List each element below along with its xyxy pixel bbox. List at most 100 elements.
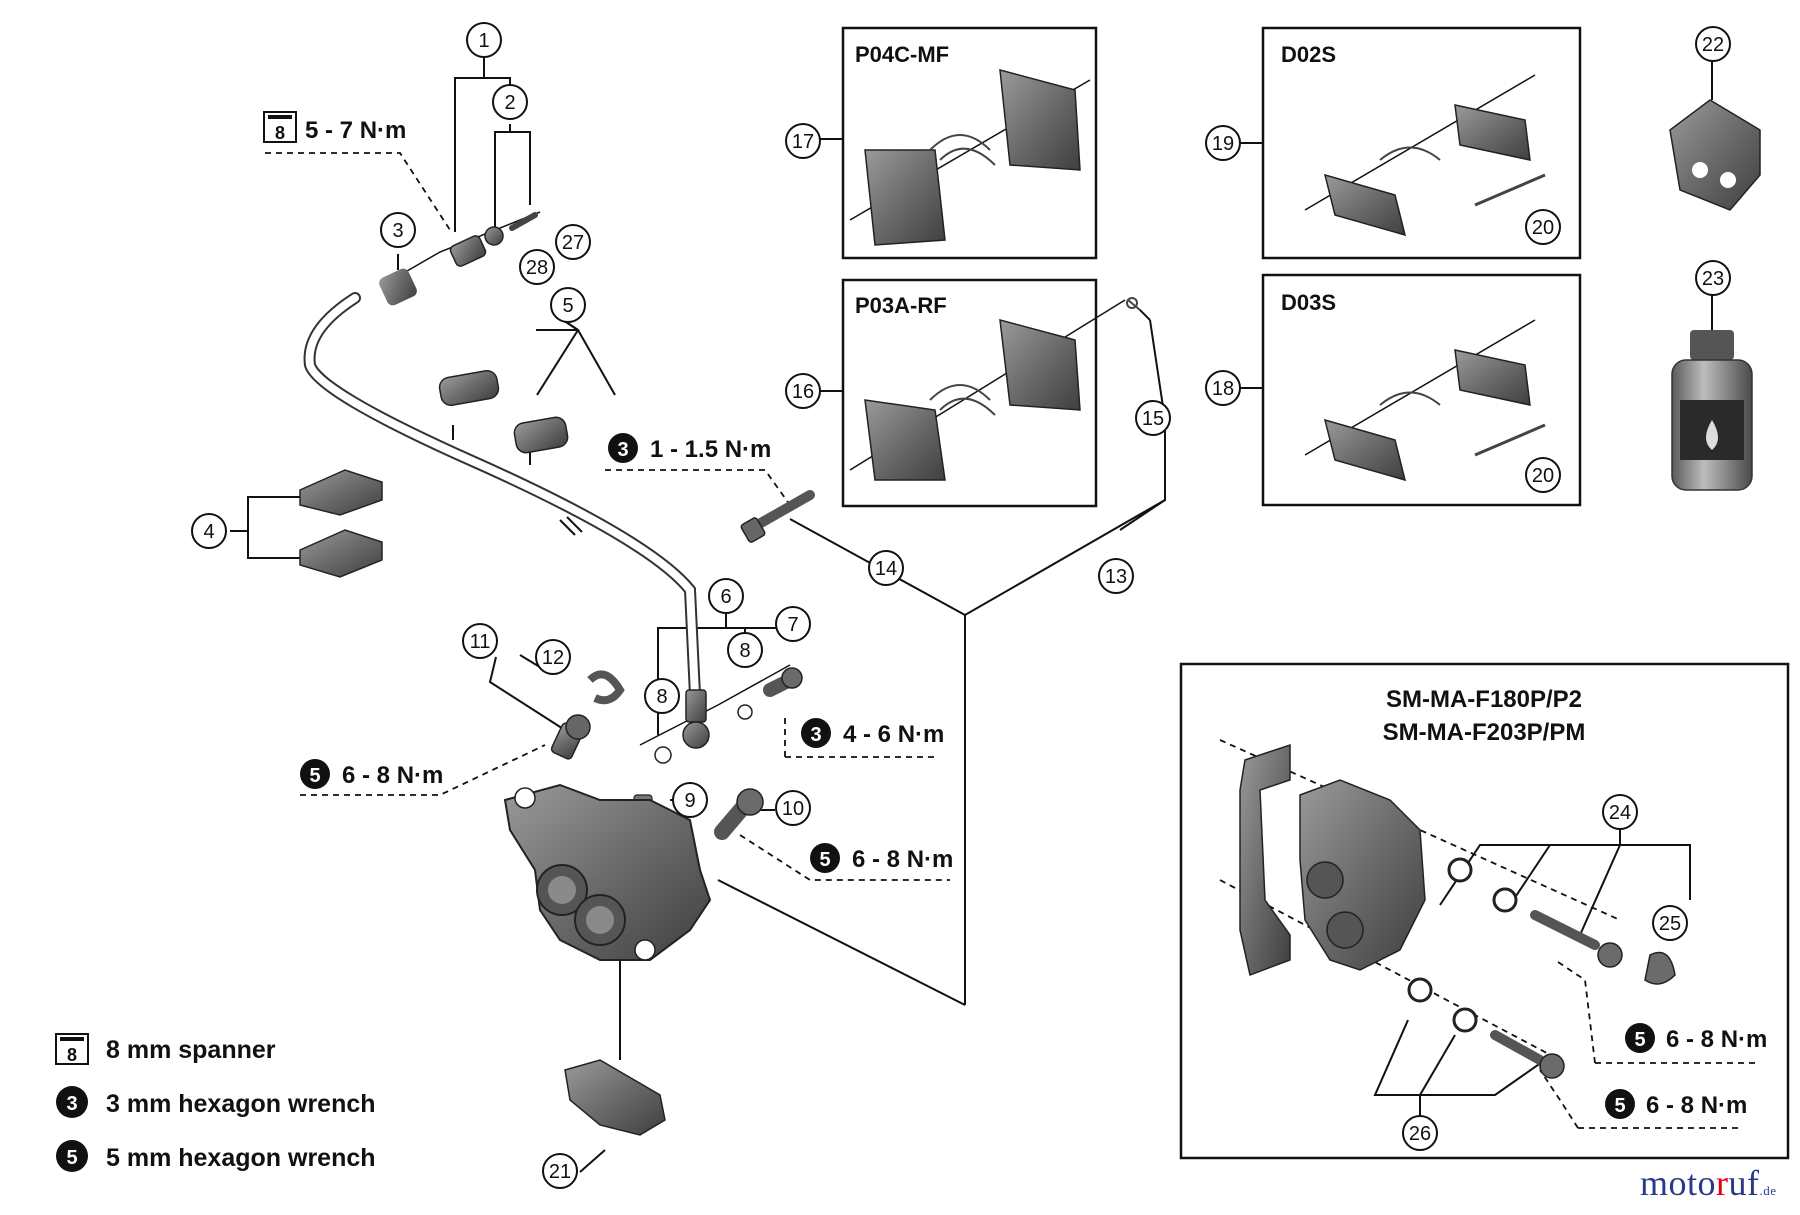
torque-label-6-8: 6 - 8 N·m	[852, 846, 953, 873]
svg-text:25: 25	[1659, 913, 1681, 935]
svg-text:8: 8	[67, 1045, 77, 1065]
callout-12: 12	[535, 639, 571, 675]
svg-text:12: 12	[542, 647, 564, 669]
leader-lines	[230, 56, 1713, 1173]
callout-5: 5	[550, 287, 586, 323]
callout-1: 1	[466, 22, 502, 58]
svg-text:17: 17	[792, 131, 814, 153]
callout-21: 21	[542, 1153, 578, 1189]
legend-hex5: 5 mm hexagon wrench	[106, 1144, 376, 1172]
callout-20: 20	[1525, 457, 1561, 493]
callout-8: 8	[727, 632, 763, 668]
pad-box-d03s	[1261, 273, 1582, 507]
pad-axle-bolt-part	[740, 490, 815, 543]
callout-19: 19	[1205, 125, 1241, 161]
fixing-bolt-part	[550, 714, 591, 760]
svg-text:9: 9	[684, 790, 695, 812]
svg-text:5: 5	[819, 849, 830, 871]
mount-title-line1: SM-MA-F180P/P2	[1386, 686, 1582, 713]
mount-adapter-box	[1179, 662, 1790, 1160]
callout-3: 3	[380, 212, 416, 248]
torque-label-5-7: 5 - 7 N·m	[305, 117, 406, 144]
torque-label-6-8: 6 - 8 N·m	[342, 762, 443, 789]
mineral-oil-bottle-part	[1671, 330, 1753, 491]
callout-23: 23	[1695, 260, 1731, 296]
tool-legend: 8 8 mm spanner 3 3 mm hexagon wrench 5 5…	[55, 1033, 376, 1172]
hex-5-icon: 5	[300, 759, 330, 789]
svg-text:3: 3	[392, 220, 403, 242]
callout-15: 15	[1135, 400, 1171, 436]
svg-text:21: 21	[549, 1161, 571, 1183]
svg-text:2: 2	[504, 92, 515, 114]
brake-hose	[303, 292, 701, 701]
box-title-p03a: P03A-RF	[855, 293, 947, 318]
svg-text:3: 3	[810, 724, 821, 746]
olive-part	[484, 226, 504, 246]
svg-text:5: 5	[66, 1147, 77, 1169]
svg-text:8: 8	[275, 123, 285, 143]
svg-text:8: 8	[739, 640, 750, 662]
callout-9: 9	[672, 782, 708, 818]
svg-text:28: 28	[526, 257, 548, 279]
svg-text:24: 24	[1609, 802, 1631, 824]
svg-text:13: 13	[1105, 566, 1127, 588]
svg-text:15: 15	[1142, 408, 1164, 430]
hose-protector-part	[299, 469, 383, 578]
clip-12-part	[587, 670, 625, 705]
svg-text:18: 18	[1212, 378, 1234, 400]
svg-text:5: 5	[1614, 1095, 1625, 1117]
svg-text:5: 5	[309, 765, 320, 787]
hex-3-icon: 3	[801, 718, 831, 748]
callout-25: 25	[1652, 905, 1688, 941]
screw-27-part	[509, 212, 538, 231]
mount-title-line2: SM-MA-F203P/PM	[1383, 719, 1586, 746]
callout-24: 24	[1602, 794, 1638, 830]
bleed-block-part	[1669, 99, 1761, 211]
callout-16: 16	[785, 373, 821, 409]
callout-13: 13	[1098, 558, 1134, 594]
svg-text:26: 26	[1409, 1123, 1431, 1145]
callout-7: 7	[775, 606, 811, 642]
svg-text:8: 8	[656, 686, 667, 708]
svg-text:23: 23	[1702, 268, 1724, 290]
svg-text:1: 1	[478, 30, 489, 52]
svg-text:3: 3	[617, 439, 628, 461]
svg-text:10: 10	[782, 798, 804, 820]
split-pin-part	[1126, 297, 1141, 311]
svg-text:6: 6	[720, 586, 731, 608]
svg-text:27: 27	[562, 232, 584, 254]
pad-box-p04c	[841, 26, 1098, 260]
legend-spanner: 8 mm spanner	[106, 1036, 276, 1064]
pad-box-d02s	[1261, 26, 1582, 260]
callout-20: 20	[1525, 209, 1561, 245]
hex-5-icon: 5	[56, 1140, 88, 1172]
spanner-icon: 8	[263, 111, 297, 143]
hex-5-icon: 5	[1625, 1023, 1655, 1053]
svg-text:5: 5	[562, 295, 573, 317]
callout-11: 11	[462, 623, 498, 659]
legend-hex3: 3 mm hexagon wrench	[106, 1090, 376, 1118]
callout-4: 4	[191, 513, 227, 549]
callout-26: 26	[1402, 1115, 1438, 1151]
pad-spacer-part	[564, 1059, 666, 1136]
box-title-d02s: D02S	[1281, 42, 1336, 67]
hex-3-icon: 3	[608, 433, 638, 463]
svg-text:20: 20	[1532, 465, 1554, 487]
box-title-d03s: D03S	[1281, 290, 1336, 315]
svg-text:7: 7	[787, 614, 798, 636]
svg-text:19: 19	[1212, 133, 1234, 155]
svg-text:3: 3	[66, 1093, 77, 1115]
svg-text:11: 11	[470, 631, 491, 653]
svg-text:14: 14	[875, 558, 897, 580]
hose-clip-part	[438, 370, 569, 454]
torque-dashed-leaders	[265, 152, 1760, 1129]
callout-17: 17	[785, 123, 821, 159]
callout-22: 22	[1695, 26, 1731, 62]
torque-label-6-8: 6 - 8 N·m	[1646, 1092, 1747, 1119]
hex-5-icon: 5	[810, 843, 840, 873]
callout-10: 10	[775, 790, 811, 826]
svg-text:5: 5	[1634, 1029, 1645, 1051]
torque-label-4-6: 4 - 6 N·m	[843, 721, 944, 748]
svg-text:16: 16	[792, 381, 814, 403]
callout-14: 14	[868, 550, 904, 586]
